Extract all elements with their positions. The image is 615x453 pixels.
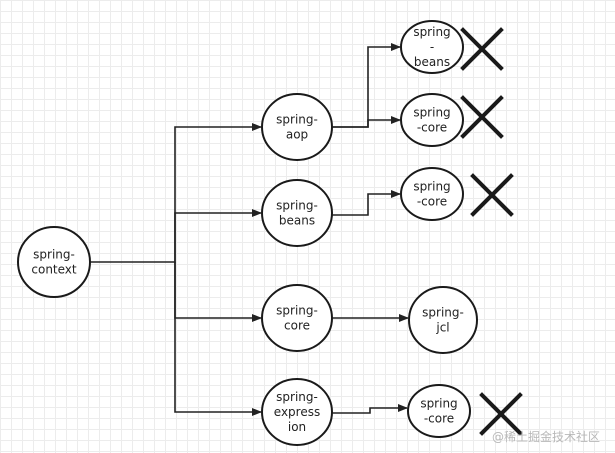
- node-label: spring-: [276, 304, 318, 318]
- node-circle: [17, 226, 91, 298]
- node-label: spring: [413, 106, 450, 120]
- edge-context-to-core: [174, 262, 262, 322]
- excluded-x-icon: [479, 392, 523, 436]
- node-label: express: [274, 405, 320, 419]
- node-aop-beans: spring-beans: [400, 20, 464, 74]
- node-aop-core: spring-core: [400, 93, 464, 147]
- node-label: spring: [413, 25, 450, 39]
- node-label: beans: [414, 55, 450, 69]
- edge-context-to-expression: [174, 262, 262, 416]
- node-label: beans: [279, 214, 315, 228]
- node-label: spring: [420, 397, 457, 411]
- nodes: spring-contextspring-aopspring-beansspri…: [17, 20, 478, 446]
- edge-context-to-beans: [174, 209, 262, 262]
- node-label: spring-: [276, 113, 318, 127]
- node-label: spring-: [33, 248, 75, 262]
- excluded-x-icon: [460, 95, 504, 139]
- excluded-x-icon: [460, 27, 504, 71]
- node-circle: [408, 286, 478, 354]
- node-label: aop: [286, 128, 308, 142]
- node-beans: spring-beans: [261, 179, 333, 247]
- node-label: spring: [413, 180, 450, 194]
- exclusion-marks: [460, 27, 523, 436]
- node-circle: [261, 93, 333, 161]
- node-circle: [400, 167, 464, 221]
- node-circle: [261, 378, 333, 446]
- node-label: -: [430, 40, 434, 54]
- node-label: context: [31, 263, 77, 277]
- edge-beans-to-beans-core: [332, 190, 401, 216]
- node-label: spring-: [276, 199, 318, 213]
- edge-aop-to-aop-core: [332, 116, 401, 128]
- node-circle: [407, 384, 471, 438]
- edges: [90, 43, 409, 416]
- node-label: -core: [424, 412, 454, 426]
- watermark: @稀土掘金技术社区: [492, 430, 601, 444]
- node-label: spring-: [422, 306, 464, 320]
- node-label: ion: [288, 420, 306, 434]
- node-label: jcl: [435, 321, 449, 335]
- edge-context-to-aop: [90, 123, 262, 263]
- excluded-x-icon: [470, 173, 514, 217]
- node-context: spring-context: [17, 226, 91, 298]
- node-aop: spring-aop: [261, 93, 333, 161]
- node-label: spring-: [276, 390, 318, 404]
- node-circle: [261, 179, 333, 247]
- node-circle: [400, 20, 464, 74]
- node-label: -core: [417, 121, 447, 135]
- node-core: spring-core: [261, 284, 333, 352]
- node-circle: [261, 284, 333, 352]
- edge-aop-to-aop-beans: [332, 43, 401, 128]
- node-jcl: spring-jcl: [408, 286, 478, 354]
- node-expr-core: spring-core: [407, 384, 471, 438]
- node-label: -core: [417, 195, 447, 209]
- node-circle: [400, 93, 464, 147]
- edge-expression-to-expr-core: [332, 404, 408, 414]
- node-label: core: [284, 319, 310, 333]
- node-beans-core: spring-core: [400, 167, 464, 221]
